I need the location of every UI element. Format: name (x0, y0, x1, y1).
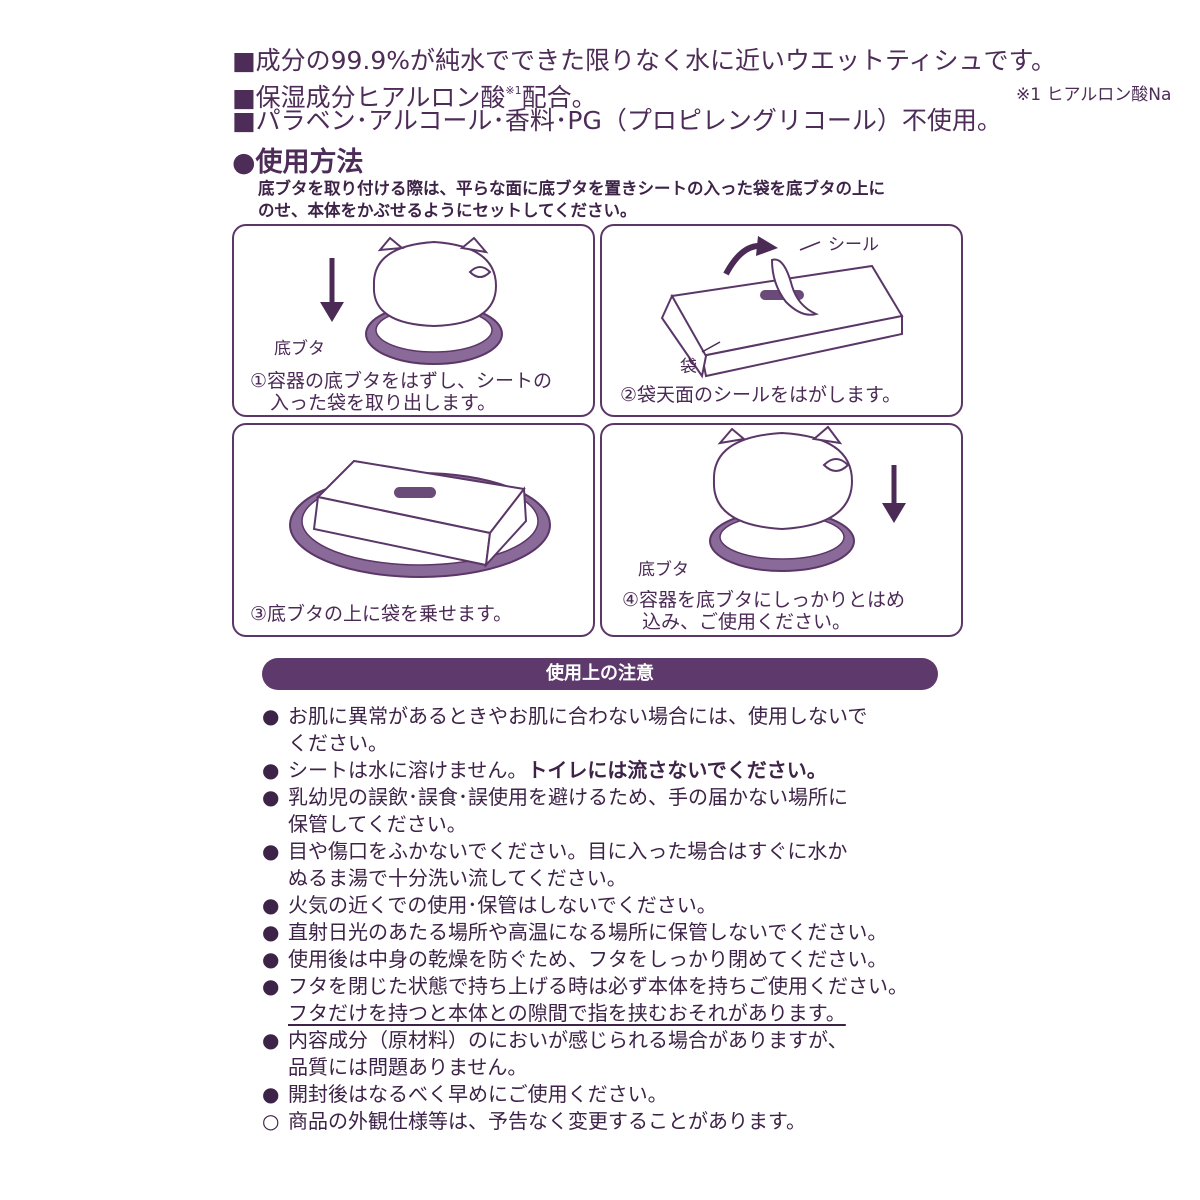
usage-heading: ●使用方法 (232, 147, 364, 178)
seal-sticker (770, 258, 819, 316)
step-4-panel: 底ブタ ④容器を底ブタにしっかりとはめ 込み、ご使用ください。 (600, 423, 963, 637)
caution-line: 使用後は中身の乾燥を防ぐため、フタをしっかり閉めてください。 (288, 947, 888, 971)
caution-item: ○ 商品の外観仕様等は、予告なく変更することがあります。 (262, 1108, 962, 1135)
feature-line-3: ■パラベン･アルコール･香料･PG（プロピレングリコール）不使用。 (232, 106, 1002, 135)
caution-line: シートは水に溶けません。トイレには流さないでください。 (288, 757, 962, 784)
bullet-icon: ○ (262, 1109, 280, 1133)
bullet-icon: ● (262, 785, 280, 809)
caution-text: シートは水に溶けません。 (288, 758, 528, 782)
peel-arrow-head (756, 236, 778, 256)
caution-item: ● シートは水に溶けません。トイレには流さないでください。 (262, 757, 962, 784)
bullet-icon: ● (262, 920, 280, 944)
feature-line-2-suffix: 配合。 (521, 83, 597, 112)
caution-line: 火気の近くでの使用･保管はしないでください。 (288, 893, 717, 917)
step-1-panel: 底ブタ ①容器の底ブタをはずし、シートの 入った袋を取り出します。 (232, 224, 595, 417)
caution-item: ● 内容成分（原材料）のにおいが感じられる場合がありますが、 品質には問題ありま… (262, 1027, 962, 1081)
bullet-icon: ● (262, 974, 280, 998)
bullet-icon: ● (262, 839, 280, 863)
step-1-label: 底ブタ (274, 339, 325, 359)
step-2-illustration (660, 236, 904, 379)
footnote-text: ※1 ヒアルロン酸Na (1016, 85, 1172, 105)
bag-label: 袋 (680, 357, 697, 377)
caution-item: ● 火気の近くでの使用･保管はしないでください。 (262, 892, 962, 919)
step-1-illustration (320, 236, 503, 365)
feature-line-2: ■保湿成分ヒアルロン酸※1配合。 ※1 ヒアルロン酸Na (232, 76, 1171, 113)
step-1-caption-2: 入った袋を取り出します。 (270, 392, 497, 414)
caution-line: フタを閉じた状態で持ち上げる時は必ず本体を持ちご使用ください。 (288, 974, 908, 998)
bullet-icon: ● (262, 947, 280, 971)
caution-line: 直射日光のあたる場所や高温になる場所に保管しないでください。 (288, 920, 888, 944)
step-3-illustration (289, 459, 551, 578)
footnote-marker: ※1 (505, 84, 522, 97)
bullet-icon: ● (262, 758, 280, 782)
caution-item: ● 開封後はなるべく早めにご使用ください。 (262, 1081, 962, 1108)
feature-line-2-text: ■保湿成分ヒアルロン酸 (232, 83, 506, 112)
usage-intro: 底ブタを取り付ける際は、平らな面に底ブタを置きシートの入った袋を底ブタの上に の… (258, 178, 885, 222)
seal-label: シール (828, 235, 879, 255)
step-3-panel: ③底ブタの上に袋を乗せます。 (232, 423, 595, 637)
bow-icon (822, 458, 850, 472)
step-2-panel: シール 袋 ②袋天面のシールをはがします。 (600, 224, 963, 417)
cautions-banner: 使用上の注意 (262, 658, 938, 690)
caution-line: ください。 (288, 731, 388, 755)
down-arrow-head (320, 302, 344, 322)
caution-line: 商品の外観仕様等は、予告なく変更することがあります。 (288, 1109, 806, 1133)
caution-line: 品質には問題ありません。 (288, 1055, 528, 1079)
caution-line-underlined: フタだけを持つと本体との隙間で指を挟むおそれがあります。 (288, 1001, 846, 1025)
step-4-caption-1: ④容器を底ブタにしっかりとはめ (622, 589, 906, 611)
step-2-caption: ②袋天面のシールをはがします。 (620, 384, 902, 406)
container-body (712, 431, 854, 531)
usage-intro-line-1: 底ブタを取り付ける際は、平らな面に底ブタを置きシートの入った袋を底ブタの上に (258, 179, 885, 198)
caution-emphasis: トイレには流さないでください。 (527, 758, 827, 782)
caution-item: ● 使用後は中身の乾燥を防ぐため、フタをしっかり閉めてください。 (262, 946, 962, 973)
step-4-caption-2: 込み、ご使用ください。 (642, 611, 852, 633)
bullet-icon: ● (262, 704, 280, 728)
feature-line-1: ■成分の99.9%が純水でできた限りなく水に近いウエットティシュです。 (232, 46, 1057, 75)
bullet-icon: ● (262, 893, 280, 917)
caution-line: お肌に異常があるときやお肌に合わない場合には、使用しないで (288, 704, 868, 728)
caution-line: 内容成分（原材料）のにおいが感じられる場合がありますが、 (288, 1028, 848, 1052)
caution-item: ● 乳幼児の誤飲･誤食･誤使用を避けるため、手の届かない場所に 保管してください… (262, 784, 962, 838)
down-arrow-head (882, 503, 906, 523)
usage-intro-line-2: のせ、本体をかぶせるようにセットしてください。 (258, 201, 637, 220)
step-1-caption-1: ①容器の底ブタをはずし、シートの (250, 370, 553, 392)
step-4-illustration (709, 425, 906, 572)
step-3-caption: ③底ブタの上に袋を乗せます。 (250, 603, 513, 625)
caution-item: ● 直射日光のあたる場所や高温になる場所に保管しないでください。 (262, 919, 962, 946)
container-body (372, 240, 498, 328)
caution-item: ● 目や傷口をふかないでください。目に入った場合はすぐに水か ぬるま湯で十分洗い… (262, 838, 962, 892)
caution-line: 保管してください。 (288, 812, 467, 836)
caution-line: ぬるま湯で十分洗い流してください。 (288, 866, 627, 890)
caution-line: 目や傷口をふかないでください。目に入った場合はすぐに水か (288, 839, 848, 863)
caution-line: 乳幼児の誤飲･誤食･誤使用を避けるため、手の届かない場所に (288, 785, 848, 809)
caution-item: ● お肌に異常があるときやお肌に合わない場合には、使用しないで ください。 (262, 703, 962, 757)
step-4-label: 底ブタ (638, 560, 689, 580)
caution-line: 開封後はなるべく早めにご使用ください。 (288, 1082, 668, 1106)
bow-icon (468, 266, 492, 278)
cautions-list: ● お肌に異常があるときやお肌に合わない場合には、使用しないで ください。 ● … (262, 703, 962, 1135)
bullet-icon: ● (262, 1082, 280, 1106)
caution-item: ● フタを閉じた状態で持ち上げる時は必ず本体を持ちご使用ください。 フタだけを持… (262, 973, 962, 1027)
bullet-icon: ● (262, 1028, 280, 1052)
